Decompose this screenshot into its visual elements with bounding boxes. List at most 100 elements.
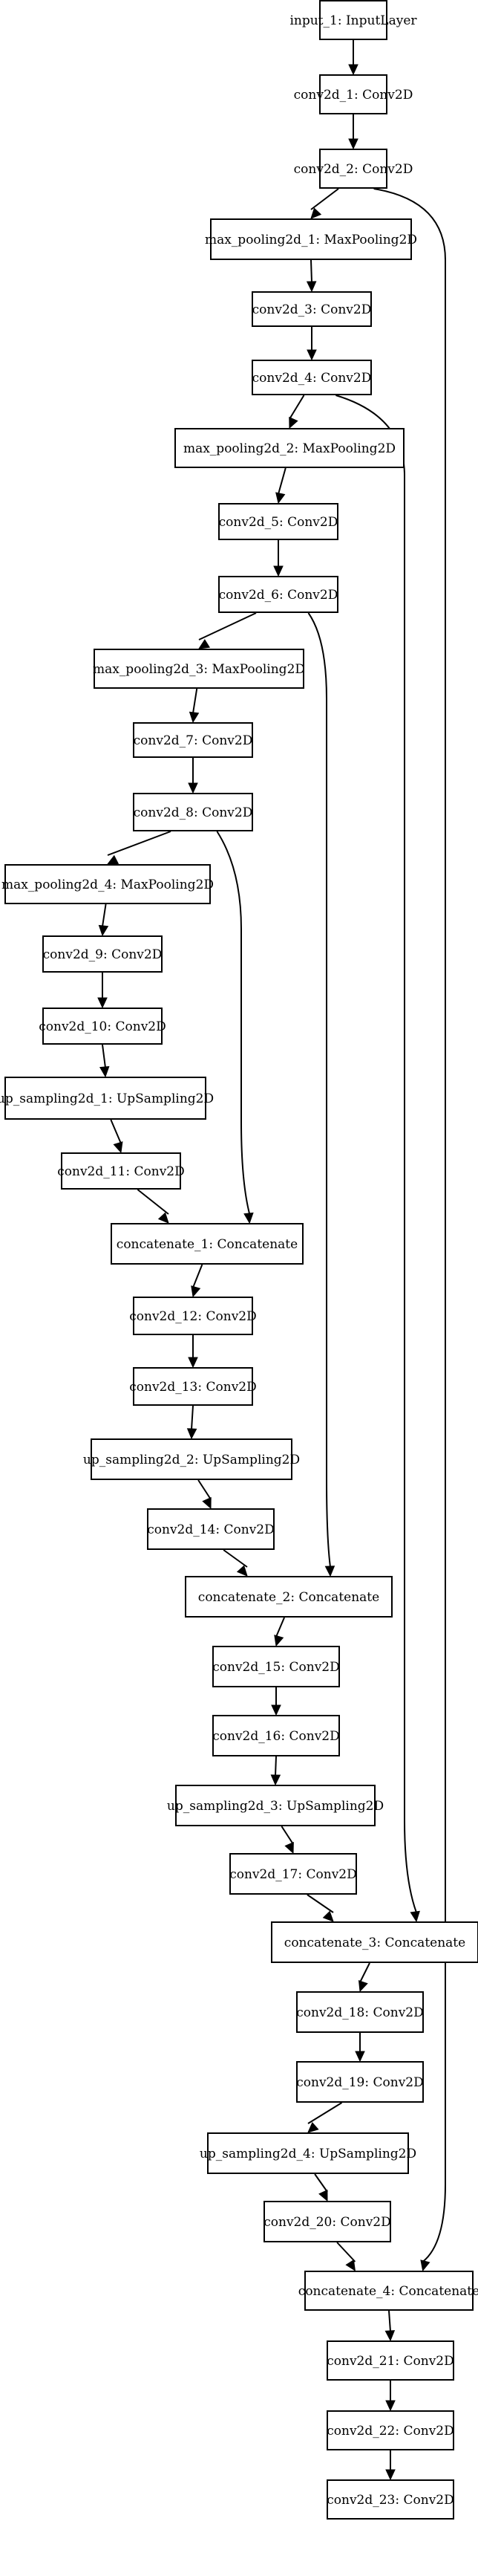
- edge-line: [197, 1479, 212, 1500]
- node-box: [327, 2479, 454, 2520]
- edge-conv2d-18-to-conv2d-19: [355, 2033, 365, 2063]
- arrowhead: [273, 565, 284, 577]
- arrowhead: [191, 1285, 201, 1298]
- edge-conv2d-10-to-up-sampling2d-1: [99, 1044, 110, 1078]
- node-box: [263, 2201, 391, 2242]
- edge-max-pooling2d-2-to-conv2d-5: [275, 467, 287, 505]
- edge-conv2d-21-to-conv2d-22: [385, 2381, 396, 2412]
- edge-input-1-to-conv2d-1: [348, 40, 358, 76]
- arrowhead: [270, 1774, 281, 1786]
- edge-line: [216, 831, 251, 1215]
- node-label: max_pooling2d_1: MaxPooling2D: [205, 233, 417, 247]
- node-label: conv2d_1: Conv2D: [294, 88, 413, 103]
- edge-conv2d-1-to-conv2d-2: [348, 114, 358, 150]
- node-box: [271, 1921, 478, 1963]
- edge-max-pooling2d-3-to-conv2d-7: [189, 688, 200, 724]
- arrowhead: [98, 924, 109, 937]
- node-label: conv2d_16: Conv2D: [212, 1729, 340, 1744]
- edge-line: [335, 395, 417, 1913]
- arrowhead: [271, 1704, 281, 1716]
- node-box: [147, 1508, 275, 1550]
- edge-line: [336, 2242, 356, 2262]
- node-box: [133, 793, 253, 831]
- arrowhead: [189, 711, 200, 724]
- edge-conv2d-9-to-conv2d-10: [97, 973, 108, 1009]
- edge-conv2d-22-to-conv2d-23: [385, 2450, 396, 2481]
- edge-conv2d-6-to-max-pooling2d-3: [197, 612, 257, 649]
- node-conv2d-11: conv2d_11: Conv2D: [57, 1152, 185, 1190]
- arrowhead: [324, 1566, 335, 1577]
- arrowhead: [284, 1841, 294, 1855]
- edge-line: [198, 612, 257, 640]
- node-box: [210, 218, 412, 260]
- node-conv2d-15: conv2d_15: Conv2D: [212, 1646, 340, 1687]
- node-label: concatenate_3: Concatenate: [284, 1936, 465, 1950]
- edge-concatenate-3-to-conv2d-18: [358, 1962, 370, 1993]
- node-label: conv2d_15: Conv2D: [212, 1660, 340, 1675]
- node-box: [319, 74, 387, 114]
- node-label: conv2d_18: Conv2D: [296, 2005, 424, 2020]
- node-box: [304, 2271, 474, 2311]
- node-label: up_sampling2d_2: UpSampling2D: [83, 1453, 300, 1467]
- node-box: [252, 360, 372, 395]
- node-concatenate-4: concatenate_4: Concatenate: [298, 2271, 478, 2311]
- node-max-pooling2d-3: max_pooling2d_3: MaxPooling2D: [93, 649, 305, 689]
- edge-conv2d-16-to-up-sampling2d-3: [270, 1756, 281, 1786]
- arrowhead: [310, 207, 322, 219]
- node-conv2d-6: conv2d_6: Conv2D: [218, 576, 338, 613]
- edge-conv2d-12-to-conv2d-13: [188, 1335, 198, 1369]
- edge-max-pooling2d-1-to-conv2d-3: [306, 259, 317, 293]
- edge-line: [110, 1119, 122, 1144]
- node-conv2d-1: conv2d_1: Conv2D: [294, 74, 413, 114]
- edge-line: [107, 831, 171, 856]
- node-label: conv2d_8: Conv2D: [134, 805, 253, 820]
- edge-line: [281, 1826, 294, 1845]
- edge-conv2d-20-to-concatenate-4: [336, 2242, 356, 2272]
- arrowhead: [202, 1496, 212, 1510]
- arrowhead: [348, 138, 358, 150]
- node-box: [319, 149, 387, 189]
- edge-line: [307, 1894, 334, 1913]
- node-label: max_pooling2d_4: MaxPooling2D: [1, 877, 214, 892]
- arrowhead: [97, 997, 108, 1009]
- node-concatenate-1: concatenate_1: Concatenate: [111, 1223, 304, 1265]
- node-box: [252, 291, 372, 327]
- edge-line: [223, 1549, 248, 1568]
- arrowhead: [358, 1980, 368, 1993]
- arrowhead: [420, 2259, 430, 2272]
- arrowhead: [188, 1357, 198, 1369]
- edge-line: [289, 395, 305, 420]
- edge-line: [102, 1044, 106, 1068]
- node-up-sampling2d-1: up_sampling2d_1: UpSampling2D: [0, 1077, 214, 1120]
- arrowhead: [307, 349, 317, 361]
- edge-concatenate-4-to-conv2d-21: [384, 2310, 396, 2342]
- arrowhead: [322, 1910, 334, 1922]
- node-conv2d-22: conv2d_22: Conv2D: [327, 2410, 454, 2450]
- node-conv2d-4: conv2d_4: Conv2D: [252, 360, 372, 395]
- node-box: [42, 935, 163, 973]
- edge-line: [359, 1962, 370, 1983]
- node-conv2d-12: conv2d_12: Conv2D: [129, 1297, 257, 1335]
- node-box: [133, 1297, 253, 1335]
- node-box: [212, 1646, 340, 1687]
- node-box: [218, 576, 338, 613]
- node-box: [296, 2061, 424, 2103]
- node-box: [212, 1715, 340, 1756]
- edge-conv2d-8-to-max-pooling2d-4: [106, 831, 171, 865]
- node-label: conv2d_11: Conv2D: [57, 1164, 185, 1179]
- node-label: conv2d_3: Conv2D: [252, 302, 372, 317]
- node-box: [319, 0, 387, 40]
- edge-conv2d-5-to-conv2d-6: [273, 540, 284, 577]
- edges: [97, 40, 446, 2481]
- edge-line: [192, 1264, 203, 1288]
- arrowhead: [306, 281, 317, 293]
- node-conv2d-8: conv2d_8: Conv2D: [133, 793, 253, 831]
- edge-conv2d-2-to-max-pooling2d-1: [310, 188, 339, 219]
- node-box: [207, 2132, 409, 2174]
- node-box: [296, 1991, 424, 2033]
- node-conv2d-16: conv2d_16: Conv2D: [212, 1715, 340, 1756]
- node-box: [133, 1367, 253, 1406]
- edge-max-pooling2d-4-to-conv2d-9: [98, 903, 109, 937]
- edge-line: [192, 688, 198, 714]
